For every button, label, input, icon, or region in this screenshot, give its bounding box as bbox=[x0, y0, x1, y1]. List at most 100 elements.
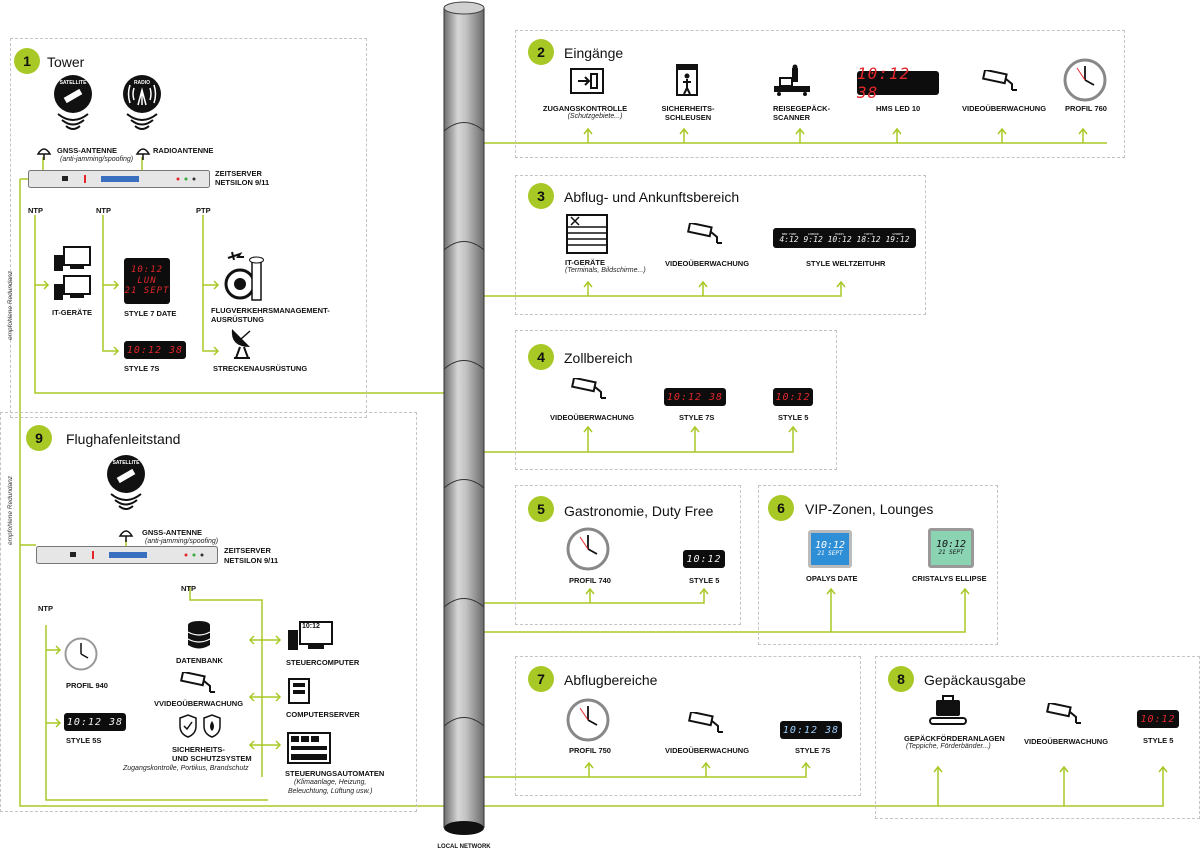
style7s-label: STYLE 7S bbox=[124, 364, 160, 373]
radio-antenna-label: RADIOANTENNE bbox=[153, 146, 214, 155]
style5-label: STYLE 5 bbox=[689, 576, 720, 585]
server-rack-icon[interactable] bbox=[28, 170, 210, 188]
style7s-label: STYLE 7S bbox=[679, 413, 715, 422]
video-label: VVIDEOÜBERWACHUNG bbox=[154, 699, 244, 708]
zone-title: Abflug- und Ankunftsbereich bbox=[564, 189, 740, 205]
opalys-label: OPALYS DATE bbox=[806, 574, 858, 583]
city-time: 19:12 bbox=[885, 234, 910, 244]
zone-badge: 5 bbox=[528, 496, 554, 522]
style5-display: 10:12 bbox=[1137, 710, 1179, 728]
control-computer-label: STEUERCOMPUTER bbox=[286, 658, 360, 667]
opalys-clock: 10:12 21 SEPT bbox=[808, 530, 852, 568]
zone-tower bbox=[10, 38, 367, 418]
zone-eingaenge bbox=[515, 30, 1125, 158]
security-shield-icon bbox=[179, 714, 221, 738]
baggage-scanner-line1: REISEGEPÄCK- bbox=[773, 104, 831, 113]
camera-icon bbox=[571, 378, 606, 399]
city-name: LONDON bbox=[807, 231, 819, 236]
baggage-conveyor-icon bbox=[929, 695, 967, 725]
city-name: NEW YORK bbox=[781, 231, 797, 236]
profil750-label: PROFIL 750 bbox=[569, 746, 611, 755]
camera-icon bbox=[982, 70, 1017, 91]
gnss-antenna-sub: (anti-jamming/spoofing) bbox=[60, 156, 134, 163]
route-equipment-label: STRECKENAUSRÜSTUNG bbox=[213, 364, 308, 373]
cristalys-label: CRISTALYS ELLIPSE bbox=[912, 574, 987, 583]
satellite-icon bbox=[54, 75, 92, 130]
satellite-icon bbox=[107, 455, 145, 510]
baggage-scanner-line2: SCANNER bbox=[773, 113, 811, 123]
terminal-icon bbox=[566, 214, 608, 254]
video-label: VIDEOÜBERWACHUNG bbox=[665, 259, 750, 268]
zone-badge: 4 bbox=[528, 344, 554, 370]
flight-management-line2: AUSRÜSTUNG bbox=[211, 315, 264, 325]
profil940-label: PROFIL 940 bbox=[66, 681, 108, 690]
analog-clock-icon bbox=[64, 637, 98, 671]
zone-badge: 8 bbox=[888, 666, 914, 692]
analog-clock-icon bbox=[566, 698, 610, 742]
server-model: NETSILON 9/11 bbox=[215, 178, 270, 187]
style7date-display: 10:12 LUN 21 SEPT bbox=[124, 258, 170, 304]
server-model: NETSILON 9/11 bbox=[224, 556, 279, 565]
zone-badge: 3 bbox=[528, 183, 554, 209]
zone-title: Tower bbox=[47, 54, 85, 70]
hms-led-label: HMS LED 10 bbox=[876, 104, 921, 113]
zone-badge: 1 bbox=[14, 48, 40, 74]
camera-icon bbox=[180, 672, 215, 693]
flight-management-line1: FLUGVERKEHRSMANAGEMENT- bbox=[211, 306, 330, 315]
video-label: VIDEOÜBERWACHUNG bbox=[665, 746, 750, 755]
style7s-label: STYLE 7S bbox=[795, 746, 831, 755]
gnss-antenna-label: GNSS-ANTENNE bbox=[57, 146, 118, 155]
server-label: ZEITSERVER bbox=[224, 546, 271, 555]
satellite-label: SATELLITE bbox=[112, 460, 140, 466]
analog-clock-icon bbox=[1063, 58, 1107, 102]
security-line1: SICHERHEITS- bbox=[172, 745, 225, 754]
ntp-label: NTP bbox=[96, 206, 111, 215]
access-control-sub: (Schutzgebiete...) bbox=[567, 113, 623, 120]
style7date-label: STYLE 7 DATE bbox=[124, 309, 177, 318]
style5s-label: STYLE 5S bbox=[66, 736, 102, 745]
video-label: VIDEOÜBERWACHUNG bbox=[962, 104, 1047, 113]
profil760-label: PROFIL 760 bbox=[1065, 104, 1107, 113]
access-control-label: ZUGANGSKONTROLLE bbox=[542, 104, 628, 113]
style7s-display: 10:12 38 bbox=[124, 341, 186, 359]
display-date: 21 SEPT bbox=[124, 286, 170, 297]
display-time: 10:12 bbox=[130, 265, 164, 276]
zone-title: Gepäckausgabe bbox=[924, 672, 1026, 688]
cristalys-clock: 10:12 21 SEPT bbox=[928, 528, 974, 568]
zone-title: Flughafenleitstand bbox=[66, 431, 181, 447]
database-label: DATENBANK bbox=[176, 656, 223, 665]
radar-dish-icon bbox=[231, 329, 251, 359]
ntp-label: NTP bbox=[181, 584, 196, 593]
local-network-label: LOCAL NETWORK bbox=[437, 844, 491, 850]
redundancy-label: empfohlene Redundanz bbox=[7, 475, 14, 545]
style5-display: 10:12 bbox=[683, 550, 725, 568]
zone-abflug-ankunft bbox=[515, 175, 926, 315]
computer-server-icon bbox=[288, 678, 310, 704]
baggage-scanner-icon bbox=[774, 64, 810, 96]
zone-abflugbereiche bbox=[515, 656, 861, 796]
zone-badge: 7 bbox=[528, 666, 554, 692]
zone-title: Eingänge bbox=[564, 45, 624, 61]
computer-icon bbox=[54, 246, 91, 300]
security-gate-label: SICHERHEITS- SCHLEUSEN bbox=[662, 104, 715, 123]
it-devices-label: IT-GERÄTE bbox=[52, 308, 93, 317]
zone-title: VIP-Zonen, Lounges bbox=[805, 501, 934, 517]
ntp-label: NTP bbox=[38, 604, 53, 613]
camera-icon bbox=[1046, 703, 1081, 724]
it-devices-label: IT-GERÄTE bbox=[565, 258, 606, 267]
city-name: TOKYO bbox=[864, 231, 874, 236]
city-time: 18:12 bbox=[856, 234, 881, 244]
server-rack-icon[interactable] bbox=[36, 546, 218, 564]
baggage-system-label: GEPÄCKFÖRDERANLAGEN bbox=[904, 734, 1005, 743]
control-computer-time: 10:12 bbox=[302, 623, 320, 630]
it-devices-sub: (Terminals, Bildschirme...) bbox=[565, 267, 646, 274]
style5s-display: 10:12 38 bbox=[64, 713, 126, 731]
satellite-label: SATELLITE bbox=[59, 80, 87, 86]
server-label: ZEITSERVER bbox=[215, 169, 262, 178]
automation-label: STEUERUNGSAUTOMATEN bbox=[285, 769, 385, 778]
security-system-sub: Zugangskontrolle, Portikus, Brandschutz bbox=[123, 765, 249, 772]
zone-leitstand bbox=[0, 412, 417, 812]
display-date: 21 SEPT bbox=[817, 550, 843, 558]
